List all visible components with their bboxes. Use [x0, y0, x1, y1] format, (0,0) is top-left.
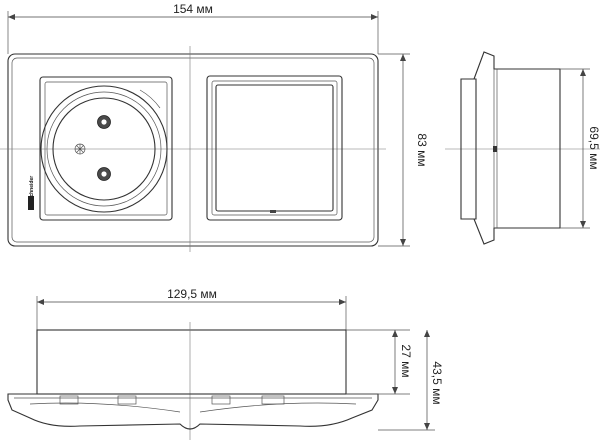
socket-recess	[52, 97, 156, 201]
side-body-outline	[473, 51, 561, 245]
side-front-plate	[460, 78, 477, 220]
side-clip	[493, 146, 497, 152]
brand-logo-mark	[28, 196, 34, 210]
total-depth-dimension-label: 43,5 мм	[430, 361, 444, 404]
bottom-view: 129,5 мм 27 мм 43,5 мм	[7, 287, 444, 440]
bottom-width-dimension-label: 129,5 мм	[167, 287, 217, 301]
socket-plate	[39, 76, 173, 221]
inner-depth-dimension-label: 27 мм	[399, 344, 413, 377]
bottom-clip-left	[59, 395, 79, 405]
pin-hole-top-center	[101, 119, 107, 125]
inner-depth-label-wrap: 27 мм	[399, 344, 413, 377]
total-depth-label-wrap: 43,5 мм	[430, 361, 444, 404]
bottom-clip-mid-2	[211, 395, 231, 405]
switch-key-outer	[211, 80, 338, 216]
svg-text:Schneider: Schneider	[29, 176, 35, 200]
side-height-label-wrap: 69,5 мм	[587, 126, 600, 169]
socket-plate-inner	[44, 81, 168, 216]
switch-plate	[206, 75, 343, 221]
width-dimension-label: 154 мм	[173, 2, 213, 16]
switch-key	[215, 84, 334, 212]
socket-lip	[139, 89, 161, 109]
front-view: 154 мм Schneider	[0, 2, 429, 252]
switch-module	[206, 75, 343, 221]
bottom-clip-mid	[117, 395, 137, 405]
side-height-dimension-label: 69,5 мм	[587, 126, 600, 169]
height-dimension-label-wrap: 83 мм	[415, 133, 429, 166]
socket-ring-2	[46, 91, 162, 207]
socket-module: Schneider	[28, 76, 173, 221]
height-dimension-label: 83 мм	[415, 133, 429, 166]
side-view: 69,5 мм	[445, 51, 600, 245]
frame-inner	[11, 57, 375, 243]
bottom-frame-profile	[7, 393, 379, 430]
ground-pin-mark	[75, 144, 85, 154]
bottom-clip-right	[261, 395, 285, 405]
bottom-body	[36, 329, 347, 395]
bottom-frame-details	[14, 397, 372, 413]
switch-indicator	[270, 210, 276, 213]
socket-outer-ring	[40, 85, 168, 213]
frame-outer	[7, 53, 379, 247]
brand-logo: Schneider	[29, 176, 35, 200]
pin-hole-bottom-center	[101, 171, 107, 177]
